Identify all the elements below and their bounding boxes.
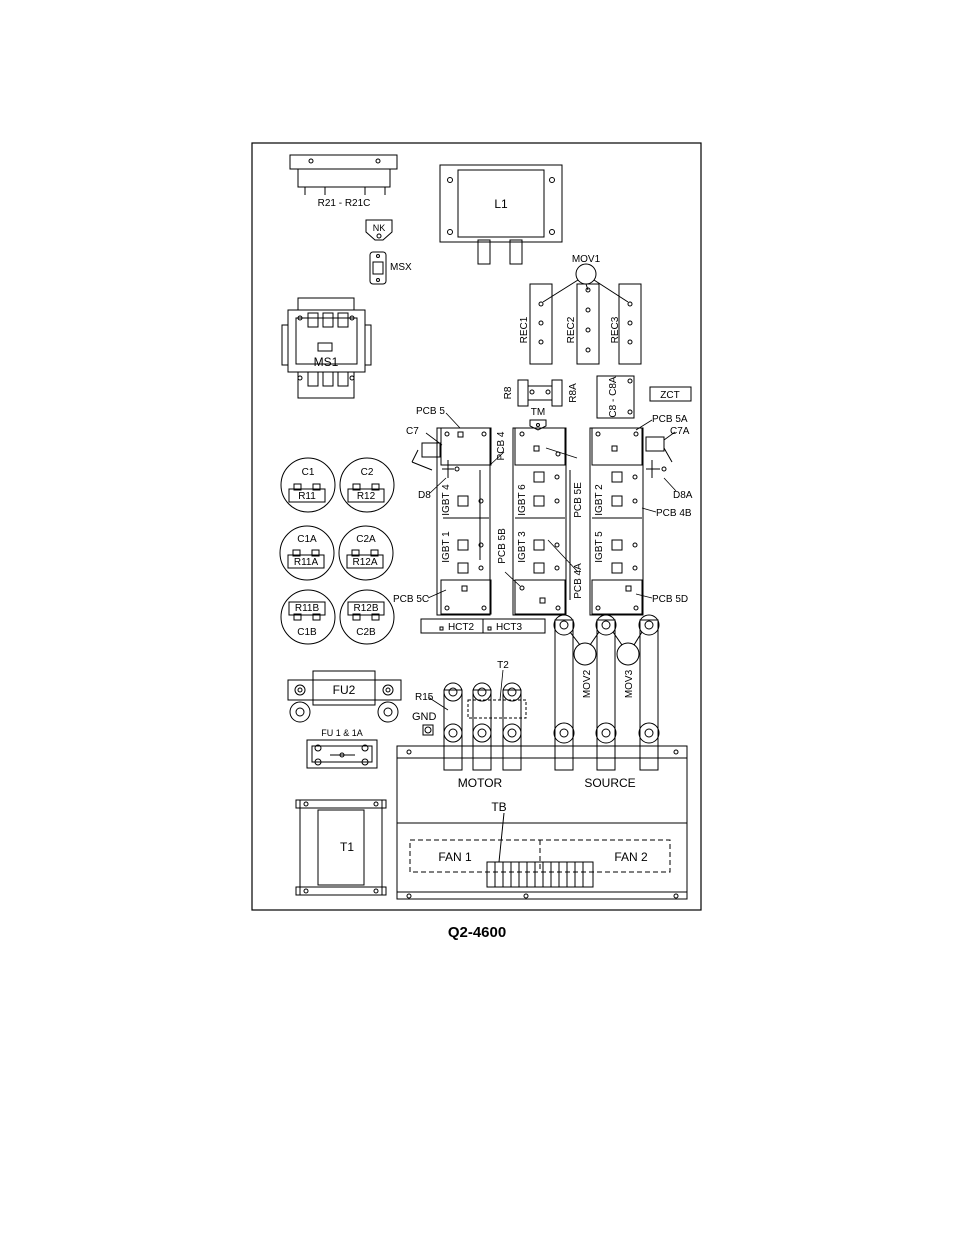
label-motor: MOTOR — [458, 776, 503, 790]
label-d8: D8 — [418, 490, 431, 501]
label-d8a: D8A — [673, 490, 693, 501]
label-r8a: R8A — [568, 383, 579, 403]
label-c1a: C1A — [297, 534, 317, 545]
label-r21: R21 - R21C — [318, 198, 371, 209]
label-fu1: FU 1 & 1A — [321, 728, 363, 738]
label-r15: R15 — [415, 692, 434, 703]
label-pcb5a: PCB 5A — [652, 414, 688, 425]
capacitor-c1a — [279, 525, 335, 581]
label-tm: TM — [531, 407, 545, 418]
rec3-rectifier — [618, 283, 642, 365]
label-r8: R8 — [503, 386, 514, 399]
t1-transformer — [295, 799, 387, 896]
left-igbt-column — [436, 427, 492, 616]
capacitor-c1b — [280, 589, 336, 645]
motor-terminals — [422, 682, 527, 771]
label-rec2: REC2 — [566, 316, 577, 343]
label-ms1: MS1 — [314, 355, 339, 369]
leader-lines — [425, 412, 677, 711]
label-r12a: R12A — [352, 557, 377, 568]
label-pcb5: PCB 5 — [416, 406, 445, 417]
label-l1: L1 — [494, 197, 508, 211]
label-gnd: GND — [412, 711, 437, 723]
mov1-varistor — [542, 263, 629, 303]
label-c7: C7 — [406, 426, 419, 437]
label-c1: C1 — [302, 467, 315, 478]
label-r11a: R11A — [294, 557, 319, 568]
label-pcb5d: PCB 5D — [652, 594, 688, 605]
zct-box — [649, 386, 692, 402]
capacitor-c2 — [339, 457, 395, 513]
fan-assembly — [396, 745, 688, 900]
label-igbt1: IGBT 1 — [441, 531, 452, 563]
ms1-contactor — [281, 297, 372, 399]
label-mov1: MOV1 — [572, 254, 601, 265]
c7a-d8a-right — [645, 436, 673, 478]
c7-d8-left — [411, 442, 460, 478]
fu1-fuse-block — [306, 739, 378, 769]
label-hct2: HCT2 — [448, 622, 475, 633]
label-fu2: FU2 — [333, 683, 356, 697]
label-t1: T1 — [340, 840, 354, 854]
rec2-rectifier — [576, 283, 600, 365]
label-rec1: REC1 — [519, 316, 530, 343]
label-c2b: C2B — [356, 627, 376, 638]
tb-terminal-strip — [486, 812, 594, 888]
capacitor-c2b — [339, 589, 395, 645]
panel-border — [251, 142, 702, 911]
capacitor-c2a — [338, 525, 394, 581]
label-r12: R12 — [357, 491, 376, 502]
label-mov3: MOV3 — [624, 669, 635, 698]
l1-inductor — [439, 164, 563, 265]
c8-capacitors — [596, 375, 635, 419]
label-pcb5c: PCB 5C — [393, 594, 429, 605]
label-nk: NK — [373, 223, 386, 233]
label-pcb4b: PCB 4B — [656, 508, 692, 519]
capacitor-c1 — [280, 457, 336, 513]
label-c2a: C2A — [356, 534, 376, 545]
label-zct: ZCT — [660, 390, 679, 401]
label-igbt5: IGBT 5 — [594, 531, 605, 563]
label-c1b: C1B — [297, 627, 317, 638]
figure-caption: Q2-4600 — [447, 924, 507, 941]
label-c8: C8 - C8A — [608, 376, 619, 417]
label-c2: C2 — [361, 467, 374, 478]
label-igbt4: IGBT 4 — [441, 484, 452, 516]
label-c7a: C7A — [670, 426, 690, 437]
label-fan2: FAN 2 — [614, 850, 648, 864]
label-msx: MSX — [390, 262, 412, 273]
label-r12b: R12B — [353, 603, 378, 614]
rec1-rectifier — [529, 283, 553, 365]
label-source: SOURCE — [584, 776, 635, 790]
msx-relay — [369, 251, 387, 285]
nk-component — [365, 219, 393, 241]
r21-resistor-block — [289, 154, 398, 195]
r8-resistors — [517, 379, 563, 407]
label-r11: R11 — [298, 491, 316, 502]
label-pcb4a: PCB 4A — [573, 563, 584, 599]
fu2-fuse — [287, 670, 402, 723]
label-tb: TB — [491, 800, 506, 814]
label-pcb5b: PCB 5B — [497, 528, 508, 564]
label-igbt3: IGBT 3 — [517, 531, 528, 563]
label-t2: T2 — [497, 660, 509, 671]
right-igbt-column — [589, 427, 644, 616]
label-hct3: HCT3 — [496, 622, 523, 633]
label-rec3: REC3 — [610, 316, 621, 343]
label-mov2: MOV2 — [582, 669, 593, 698]
middle-igbt-column — [512, 427, 571, 616]
label-pcb4: PCB 4 — [496, 431, 507, 460]
label-r11b: R11B — [295, 603, 320, 614]
label-fan1: FAN 1 — [438, 850, 472, 864]
label-pcb5e: PCB 5E — [573, 482, 584, 518]
source-terminals — [553, 614, 660, 771]
label-igbt2: IGBT 2 — [594, 484, 605, 516]
label-igbt6: IGBT 6 — [517, 484, 528, 516]
hct-bar — [420, 618, 546, 634]
